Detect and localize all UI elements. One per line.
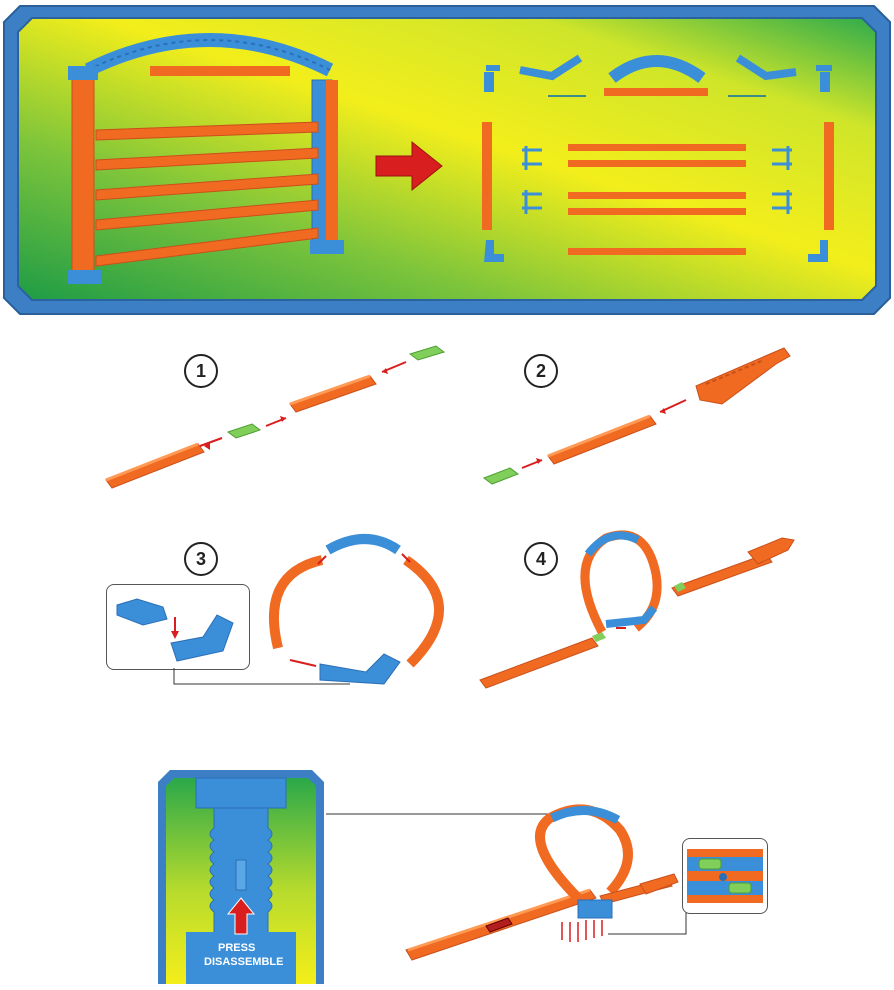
connector-inset-box bbox=[682, 838, 768, 914]
connector-detail-graphic bbox=[116, 598, 234, 662]
step-4-illustration bbox=[479, 530, 795, 689]
step-2-illustration bbox=[482, 347, 791, 485]
step-2-label: 2 bbox=[524, 354, 558, 388]
right-arrow-icon bbox=[375, 140, 443, 192]
assembled-rack-graphic bbox=[68, 33, 344, 284]
storage-rack-panel bbox=[0, 0, 894, 320]
disassemble-label: DISASSEMBLE bbox=[204, 956, 284, 968]
step-1-illustration bbox=[105, 345, 446, 489]
step-4-label: 4 bbox=[524, 542, 558, 576]
leader-line bbox=[326, 813, 570, 815]
connector-inset-graphic bbox=[687, 849, 763, 903]
step-3-label: 3 bbox=[184, 542, 218, 576]
step-1-label: 1 bbox=[184, 354, 218, 388]
up-arrow-icon bbox=[226, 897, 256, 935]
disassembled-parts-graphic bbox=[482, 54, 834, 262]
step-3-illustration bbox=[173, 534, 444, 685]
press-label: PRESS bbox=[218, 942, 256, 954]
press-detail-graphic bbox=[158, 770, 324, 984]
assembled-loop-graphic bbox=[405, 804, 687, 961]
step-3-detail-box bbox=[106, 584, 250, 670]
panel-graphic bbox=[3, 5, 891, 315]
press-detail-panel bbox=[156, 768, 326, 986]
